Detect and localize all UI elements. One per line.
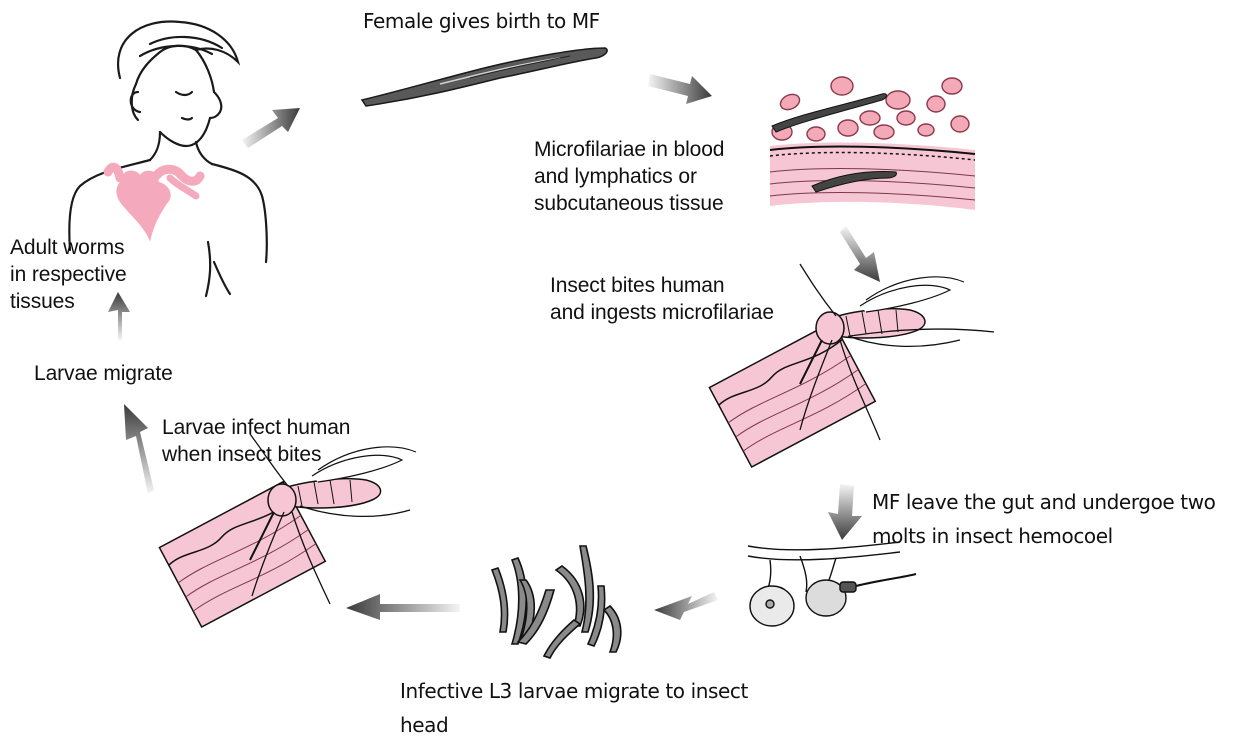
arrow-bite-to-gut [828, 484, 862, 540]
hemocoel-panel [748, 542, 916, 626]
label-insect-bites: Insect bites human and ingests microfila… [550, 272, 774, 326]
label-female-birth: Female gives birth to MF [363, 4, 600, 38]
label-adult-worms: Adult worms in respective tissues [10, 234, 127, 315]
female-worm [362, 48, 607, 106]
label-infective-l3: Infective L3 larvae migrate to insect he… [400, 674, 748, 742]
label-microfilariae-blood: Microfilariae in blood and lymphatics or… [534, 136, 724, 217]
label-mf-leave-gut: MF leave the gut and undergoe two molts … [872, 485, 1216, 553]
blood-tissue-panel [770, 77, 975, 210]
heart-icon [108, 167, 200, 240]
arrow-blood-to-bite [840, 226, 880, 282]
arrow-larvae-to-bite [346, 594, 460, 620]
arrow-human-to-worm [242, 108, 300, 148]
arrow-up-to-migrate [124, 404, 154, 494]
arrow-gut-to-larvae [654, 592, 718, 620]
label-larvae-infect: Larvae infect human when insect bites [162, 414, 350, 468]
l3-larvae [492, 546, 621, 658]
arrow-worm-to-blood [648, 74, 712, 104]
label-larvae-migrate: Larvae migrate [34, 360, 173, 387]
